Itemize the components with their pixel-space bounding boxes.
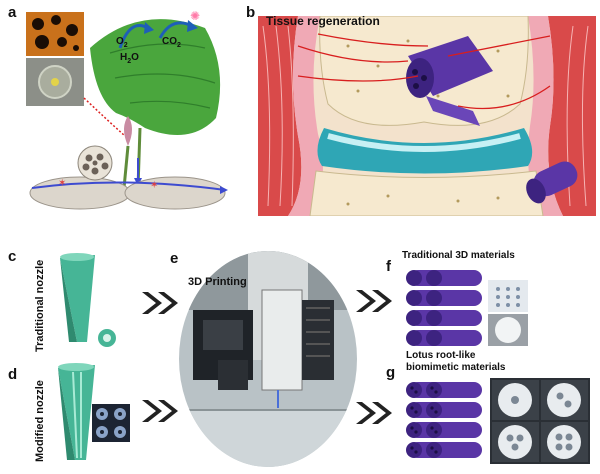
panel-g-caption-line1: Lotus root-like xyxy=(406,350,476,361)
traditional-material-photo-bottom xyxy=(488,314,528,346)
lotus-leaf xyxy=(90,19,221,136)
lotus-root-like-scaffold xyxy=(404,378,486,464)
panel-b-illustration xyxy=(258,16,596,216)
panel-label-f: f xyxy=(386,258,391,275)
traditional-scaffold xyxy=(404,266,486,350)
panel-g-caption-line2: biomimetic materials xyxy=(406,362,506,373)
svg-text:✶: ✶ xyxy=(58,178,66,189)
panel-label-a: a xyxy=(8,4,17,21)
modified-nozzle xyxy=(55,360,135,465)
arrow-d-to-e xyxy=(142,398,182,424)
panel-label-b: b xyxy=(246,4,256,21)
panel-label-e: e xyxy=(170,250,179,267)
traditional-material-photo-top xyxy=(488,280,528,312)
panel-d-caption: Modified nozzle xyxy=(34,380,46,462)
panel-f-caption: Traditional 3D materials xyxy=(402,250,515,261)
modified-nozzle-cross-section xyxy=(92,404,130,442)
traditional-nozzle xyxy=(55,250,130,350)
svg-text:✶: ✶ xyxy=(150,180,158,191)
panel-c-caption: Traditional nozzle xyxy=(34,259,46,352)
3d-printer-photo xyxy=(178,250,358,468)
panel-a-illustration: ✶ ✶ ✺ xyxy=(20,8,230,218)
arrow-e-to-g xyxy=(356,400,396,426)
scaffold-small xyxy=(526,161,578,204)
h2o-label: H2O xyxy=(120,52,139,65)
panel-label-g: g xyxy=(386,364,396,381)
lotus-material-photo-grid xyxy=(490,378,590,464)
svg-text:✺: ✺ xyxy=(190,9,200,23)
panel-label-d: d xyxy=(8,366,18,383)
panel-b-title: Tissue regeneration xyxy=(266,14,380,28)
panel-label-c: c xyxy=(8,248,17,265)
co2-label: CO2 xyxy=(162,36,181,49)
arrow-e-to-f xyxy=(356,288,396,314)
arrow-c-to-e xyxy=(142,290,182,316)
o2-label: O2 xyxy=(116,36,128,49)
panel-e-caption: 3D Printing xyxy=(188,276,247,288)
